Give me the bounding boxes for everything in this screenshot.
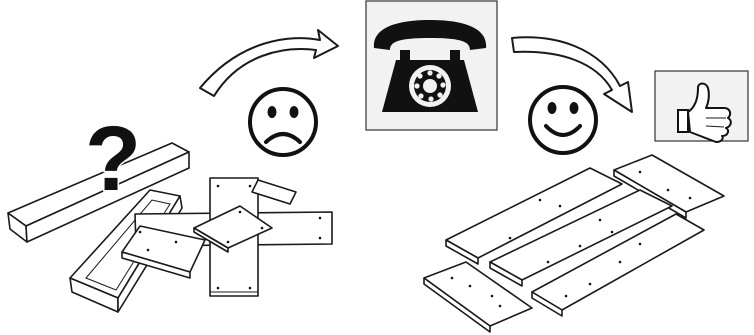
telephone-icon <box>365 0 498 131</box>
smiley-face-icon <box>528 85 598 155</box>
organized-parts-icon <box>423 154 725 333</box>
messy-parts-pile-icon <box>7 142 333 313</box>
curved-arrow-icon <box>511 36 633 113</box>
sad-face-icon <box>248 87 318 157</box>
curved-arrow-icon <box>199 29 339 97</box>
question-mark-icon: ? <box>85 108 141 210</box>
thumbs-up-icon <box>654 70 749 143</box>
